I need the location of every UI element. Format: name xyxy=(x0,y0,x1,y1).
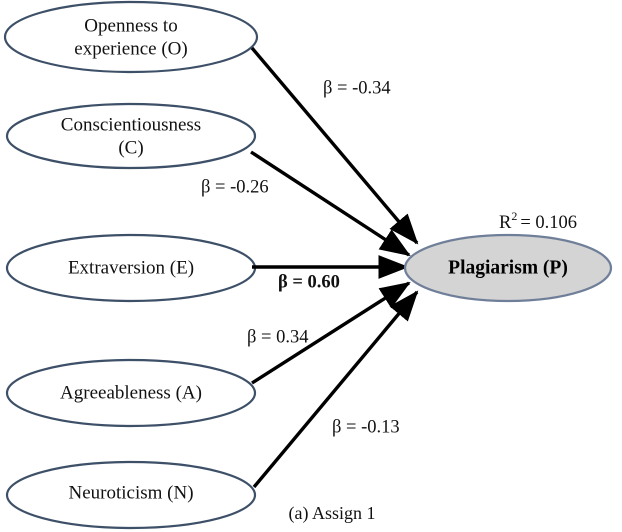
figure-caption: (a) Assign 1 xyxy=(289,503,376,524)
node-conscientiousness[interactable]: Conscientiousness (C) xyxy=(5,102,257,170)
path-arrow-conscientiousness-to-plagiarism xyxy=(250,150,411,257)
node-plagiarism-label: Plagiarism (P) xyxy=(448,257,568,278)
node-openness-ellipse[interactable] xyxy=(3,0,259,74)
node-agreeableness-label: Agreeableness (A) xyxy=(60,382,202,403)
r-squared-prefix: R xyxy=(499,213,512,233)
node-openness-label-line2: experience (O) xyxy=(74,38,187,59)
node-conscientiousness-label-line2: (C) xyxy=(118,137,143,158)
node-neuroticism-ellipse[interactable] xyxy=(5,460,257,530)
r-squared-superscript: 2 xyxy=(511,209,517,223)
node-conscientiousness-ellipse[interactable] xyxy=(5,102,257,170)
path-label-extraversion: β = 0.60 xyxy=(278,272,340,292)
path-label-openness: β = -0.34 xyxy=(323,78,391,98)
node-plagiarism[interactable]: Plagiarism (P) xyxy=(403,233,613,303)
node-neuroticism[interactable]: Neuroticism (N) xyxy=(5,460,257,530)
node-neuroticism-label: Neuroticism (N) xyxy=(68,482,193,503)
path-label-conscientiousness: β = -0.26 xyxy=(201,177,269,197)
path-arrow-agreeableness-to-plagiarism xyxy=(251,281,411,385)
node-extraversion[interactable]: Extraversion (E) xyxy=(5,233,257,303)
node-agreeableness[interactable]: Agreeableness (A) xyxy=(5,358,257,428)
path-label-agreeableness: β = 0.34 xyxy=(247,327,308,347)
node-openness-label-line1: Openness to xyxy=(84,15,177,36)
path-label-neuroticism: β = -0.13 xyxy=(332,417,400,437)
node-agreeableness-ellipse[interactable] xyxy=(5,358,257,428)
node-openness[interactable]: Openness to experience (O) xyxy=(3,0,259,74)
r-squared-annotation: R2= 0.106 xyxy=(499,209,577,234)
path-arrow-openness-to-plagiarism xyxy=(250,46,419,245)
r-squared-value: = 0.106 xyxy=(520,213,577,233)
node-conscientiousness-label-line1: Conscientiousness xyxy=(61,114,201,135)
path-arrow-neuroticism-to-plagiarism xyxy=(252,290,419,489)
node-plagiarism-ellipse[interactable] xyxy=(403,233,613,303)
node-extraversion-label: Extraversion (E) xyxy=(68,257,194,278)
